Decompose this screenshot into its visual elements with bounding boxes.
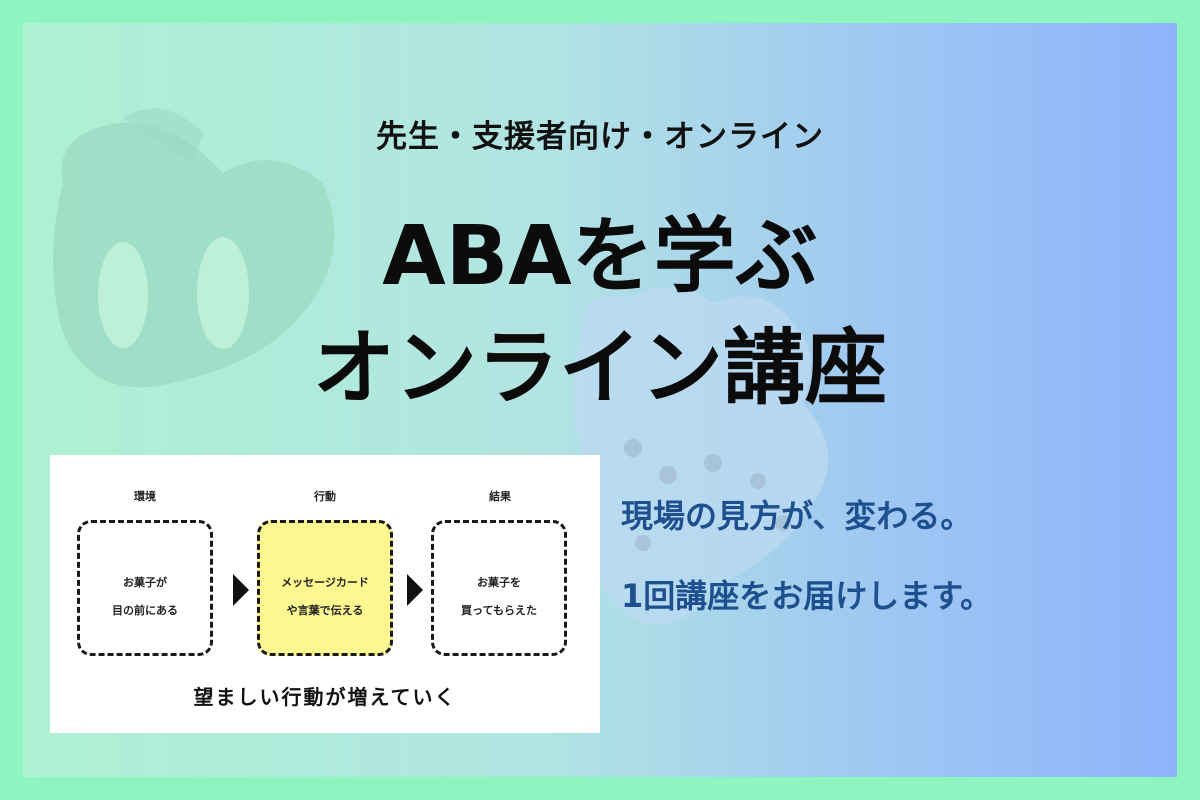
result-text-line-1: お菓子を [477,576,521,589]
environment-text-line-2: 目の前にある [112,604,178,617]
title-line-1: ABAを学ぶ [382,209,818,304]
subtitle: 先生・支援者向け・オンライン [376,119,824,155]
behavior-text-line-1: メッセージカード [281,576,369,589]
column-label-environment: 環境 [134,490,156,503]
title-line-2: オンライン講座 [312,321,887,416]
behavior-text-line-2: や言葉で伝える [286,604,364,617]
tagline-line-1: 現場の見方が、変わる。 [621,497,973,535]
environment-text-line-1: お菓子が [123,576,167,589]
banner-canvas: 先生・支援者向け・オンライン ABAを学ぶ オンライン講座 環境 行動 結果 お… [23,23,1177,777]
tagline: 現場の見方が、変わる。 1回講座をお届けします。 [621,476,992,636]
diagram-caption: 望ましい行動が増えていく [193,685,457,709]
environment-box: お菓子が 目の前にある [77,520,213,656]
decorative-oval-2 [197,237,249,349]
behavior-box: メッセージカード や言葉で伝える [257,520,393,656]
column-label-behavior: 行動 [314,490,336,503]
background-decoration [53,108,829,625]
arrow-right-icon [233,574,249,606]
result-text-line-2: 買ってもらえた [461,604,537,617]
aba-diagram: 環境 行動 結果 お菓子が 目の前にある メッセージカード や言葉で伝える お [50,455,600,733]
column-label-result: 結果 [489,490,511,503]
tagline-line-2: 1回講座をお届けします。 [621,577,993,615]
result-box: お菓子を 買ってもらえた [431,520,567,656]
page-title: ABAを学ぶ オンライン講座 [23,201,1177,425]
arrow-right-icon [407,574,423,606]
decorative-oval-1 [98,242,148,348]
